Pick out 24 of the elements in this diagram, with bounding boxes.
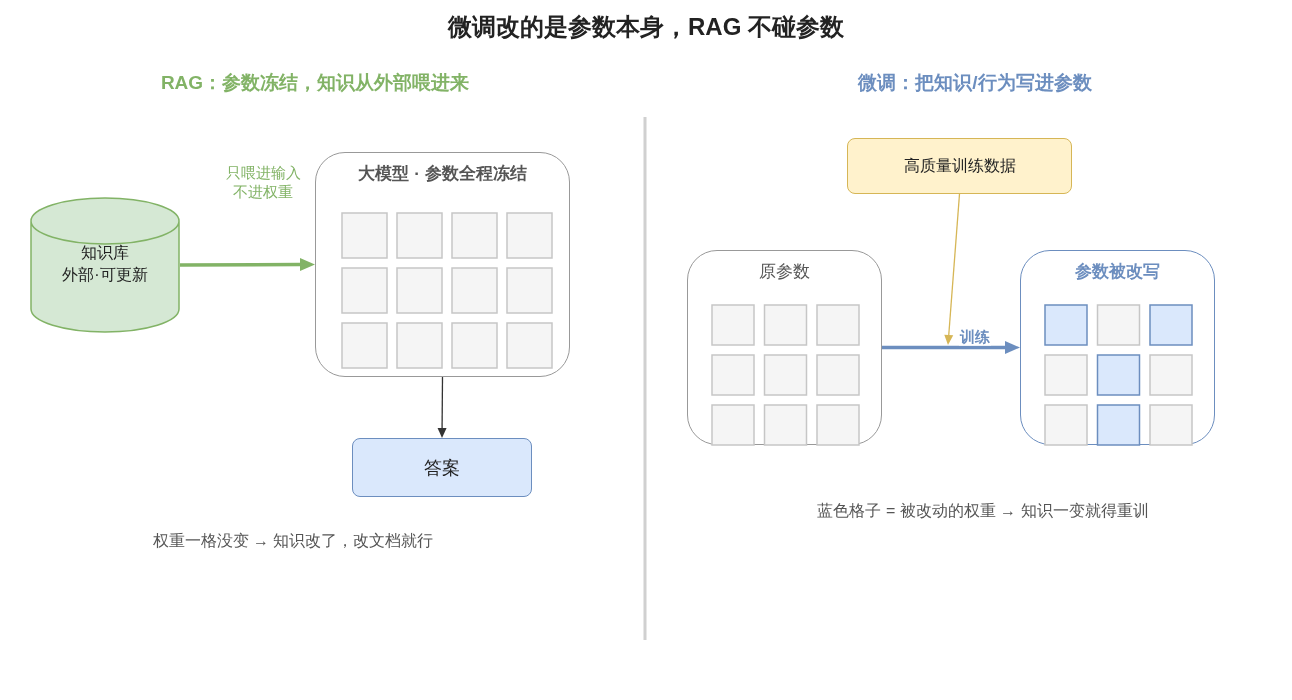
parameter-panel — [687, 250, 882, 445]
node-text: 高质量训练数据 — [903, 156, 1016, 176]
database-cylinder — [30, 197, 180, 333]
parameter-panel — [1020, 250, 1215, 445]
note-text: 权重一格没变 → 知识改了，改文档就行 — [152, 530, 434, 551]
section-heading: 微调：把知识/行为写进参数 — [858, 71, 1092, 95]
data-box — [847, 138, 1072, 194]
node-title: 大模型 · 参数全程冻结 — [358, 163, 527, 185]
answer-box — [352, 438, 532, 497]
node-title: 参数被改写 — [1075, 261, 1160, 283]
arrow — [437, 376, 447, 438]
edge-label: 训练 — [959, 326, 991, 346]
arrow — [944, 193, 961, 345]
node-text: 答案 — [424, 456, 460, 479]
node-text: 知识库 — [81, 243, 129, 263]
note-text: 蓝色格子 = 被改动的权重 → 知识一变就得重训 — [817, 500, 1149, 521]
arrow — [180, 258, 315, 272]
node-text: 外部·可更新 — [62, 265, 148, 285]
diagram-title: 微调改的是参数本身，RAG 不碰参数 — [448, 12, 844, 42]
edge-label: 只喂进输入不进权重 — [223, 163, 303, 201]
section-heading: RAG：参数冻结，知识从外部喂进来 — [160, 71, 470, 95]
model-panel — [315, 152, 570, 377]
node-title: 原参数 — [759, 261, 810, 283]
arrow — [882, 341, 1020, 354]
